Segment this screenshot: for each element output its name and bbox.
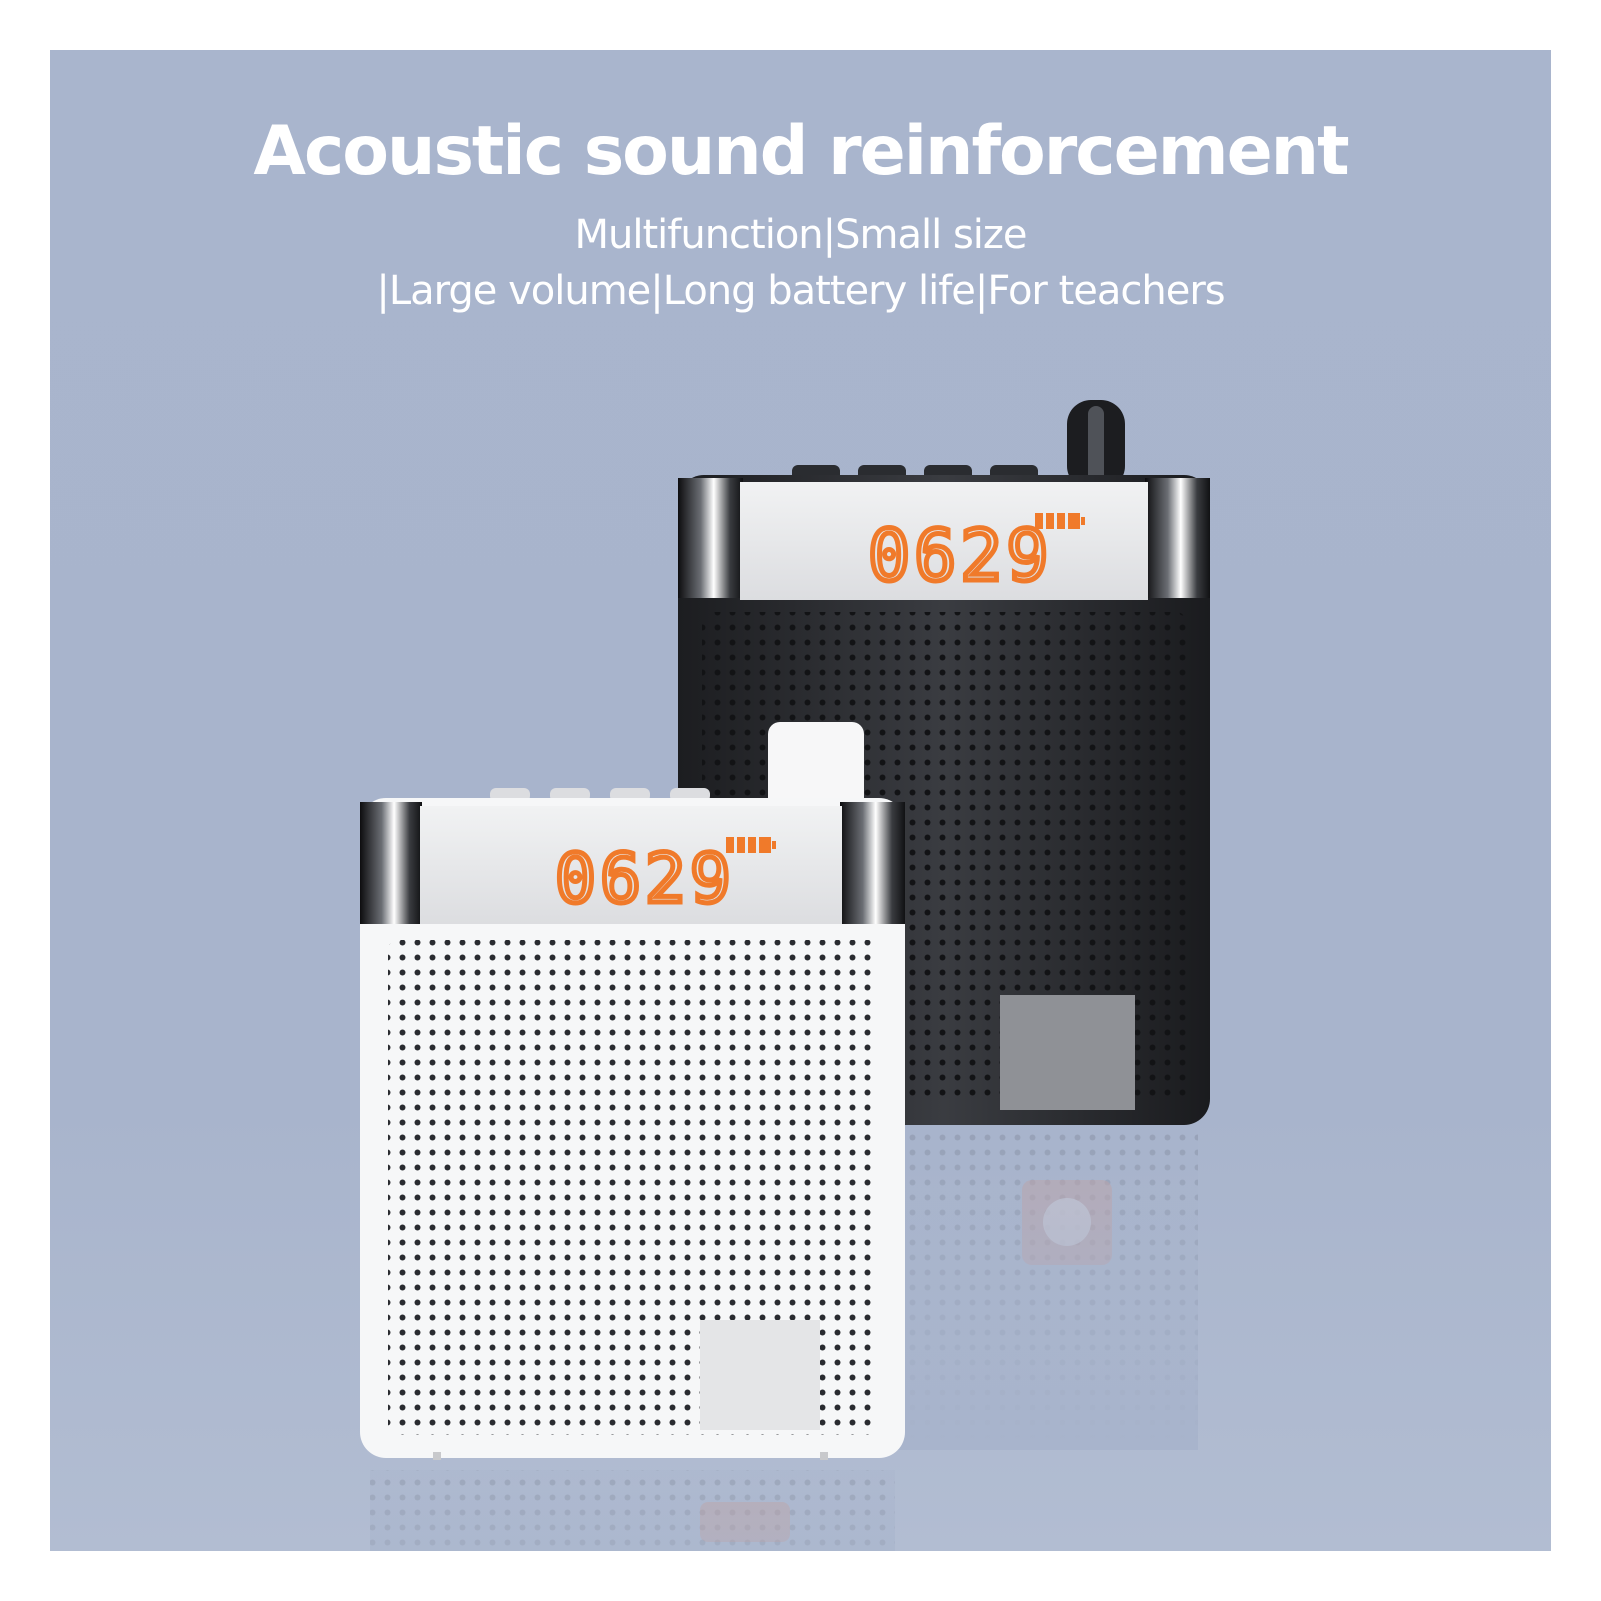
speaker-grille [388, 940, 878, 1435]
battery-icon [1035, 513, 1085, 529]
speakers-illustration: 0629 [360, 400, 1210, 1551]
headline: Acoustic sound reinforcement [253, 112, 1349, 191]
lcd-panel [740, 482, 1148, 600]
battery-icon [726, 837, 776, 853]
label-sticker [700, 1320, 820, 1430]
feature-line-2: |Large volume|Long battery life|For teac… [376, 268, 1225, 314]
lcd-digits: 0629 [868, 515, 1053, 597]
feature-line-1: Multifunction|Small size [574, 212, 1027, 258]
lcd-panel [420, 806, 842, 924]
product-banner: Acoustic sound reinforcement Multifuncti… [50, 50, 1551, 1551]
white-speaker: 0629 [360, 722, 905, 1551]
lcd-digits: 0629 [555, 840, 735, 919]
label-sticker [1000, 995, 1135, 1110]
